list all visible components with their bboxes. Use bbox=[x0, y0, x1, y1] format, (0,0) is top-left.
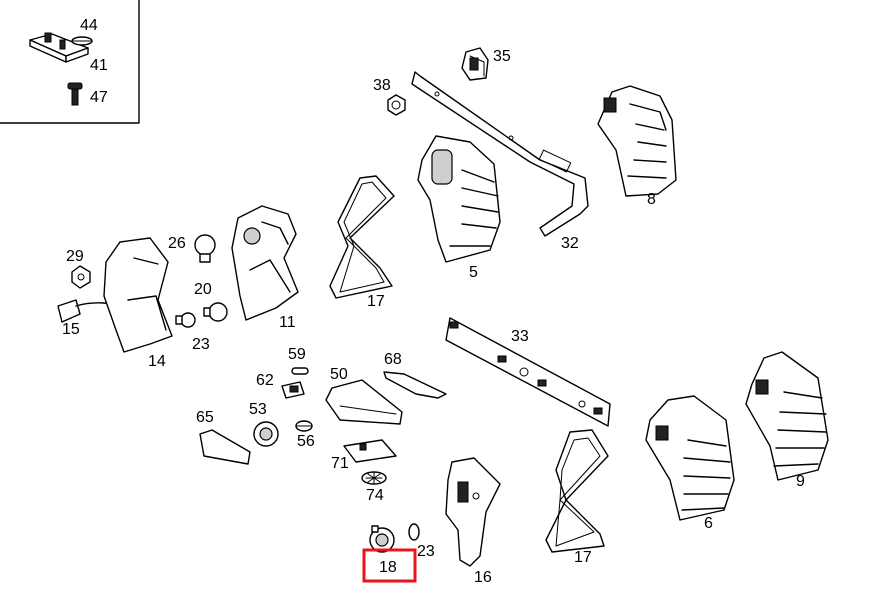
part-32-trim-strip[interactable] bbox=[411, 71, 589, 237]
part-53-socket[interactable] bbox=[253, 421, 279, 447]
part-23-bulb-left[interactable] bbox=[175, 312, 196, 328]
label-11: 11 bbox=[279, 314, 296, 331]
label-59: 59 bbox=[288, 346, 306, 363]
inset-box: 44 41 47 bbox=[0, 0, 140, 124]
label-44: 44 bbox=[80, 17, 98, 34]
part-56-bulb[interactable] bbox=[295, 420, 313, 432]
part-26-bulb[interactable] bbox=[194, 234, 216, 263]
part-6-tail-lamp[interactable] bbox=[645, 395, 735, 521]
label-38: 38 bbox=[373, 77, 391, 94]
label-23a: 23 bbox=[192, 336, 210, 353]
label-35: 35 bbox=[493, 48, 511, 65]
label-33: 33 bbox=[511, 328, 529, 345]
part-5-tail-lamp[interactable] bbox=[417, 135, 501, 263]
label-41: 41 bbox=[90, 57, 108, 74]
part-35-clip[interactable] bbox=[461, 47, 489, 81]
label-6: 6 bbox=[704, 515, 713, 532]
part-11-lamp-holder[interactable] bbox=[231, 205, 299, 321]
part-17-gasket-upper[interactable] bbox=[329, 175, 395, 299]
part-59-bulb[interactable] bbox=[291, 367, 309, 375]
label-26: 26 bbox=[168, 235, 186, 252]
part-8-tail-lamp[interactable] bbox=[597, 85, 677, 197]
part-18-socket[interactable] bbox=[369, 525, 395, 553]
label-16: 16 bbox=[474, 569, 492, 586]
part-41-socket[interactable] bbox=[29, 32, 89, 63]
inset-border bbox=[0, 0, 140, 124]
part-20-bulb[interactable] bbox=[203, 302, 228, 322]
label-62: 62 bbox=[256, 372, 274, 389]
part-62-connector[interactable] bbox=[281, 381, 305, 399]
part-23-bulb-lower[interactable] bbox=[408, 523, 420, 541]
label-47: 47 bbox=[90, 89, 108, 106]
highlight-box bbox=[362, 548, 417, 583]
label-23b: 23 bbox=[417, 543, 435, 560]
part-68-gasket[interactable] bbox=[383, 371, 447, 399]
label-29: 29 bbox=[66, 248, 84, 265]
part-65-lens[interactable] bbox=[199, 429, 251, 465]
label-9: 9 bbox=[796, 473, 805, 490]
part-50-lamp[interactable] bbox=[325, 379, 403, 425]
label-17a: 17 bbox=[367, 293, 385, 310]
part-71-plate[interactable] bbox=[343, 439, 397, 463]
label-17b: 17 bbox=[574, 549, 592, 566]
label-15: 15 bbox=[62, 321, 80, 338]
part-29-nut[interactable] bbox=[71, 265, 91, 289]
label-71: 71 bbox=[331, 455, 349, 472]
part-16-bracket[interactable] bbox=[445, 457, 501, 567]
part-38-nut[interactable] bbox=[387, 94, 406, 116]
label-50: 50 bbox=[330, 366, 348, 383]
label-20: 20 bbox=[194, 281, 212, 298]
part-47-screw[interactable] bbox=[67, 82, 83, 106]
part-17-gasket-lower[interactable] bbox=[545, 429, 609, 553]
part-9-tail-lamp[interactable] bbox=[745, 351, 829, 481]
label-14: 14 bbox=[148, 353, 166, 370]
label-68: 68 bbox=[384, 351, 402, 368]
label-18: 18 bbox=[379, 559, 397, 576]
part-33-bar[interactable] bbox=[445, 317, 611, 427]
label-32: 32 bbox=[561, 235, 579, 252]
label-56: 56 bbox=[297, 433, 315, 450]
part-14-lamp-housing[interactable] bbox=[103, 237, 173, 353]
part-74-grommet[interactable] bbox=[361, 471, 387, 485]
label-8: 8 bbox=[647, 191, 656, 208]
label-5: 5 bbox=[469, 264, 478, 281]
label-74: 74 bbox=[366, 487, 384, 504]
label-53: 53 bbox=[249, 401, 267, 418]
part-44-bulb[interactable] bbox=[71, 36, 93, 46]
label-65: 65 bbox=[196, 409, 214, 426]
